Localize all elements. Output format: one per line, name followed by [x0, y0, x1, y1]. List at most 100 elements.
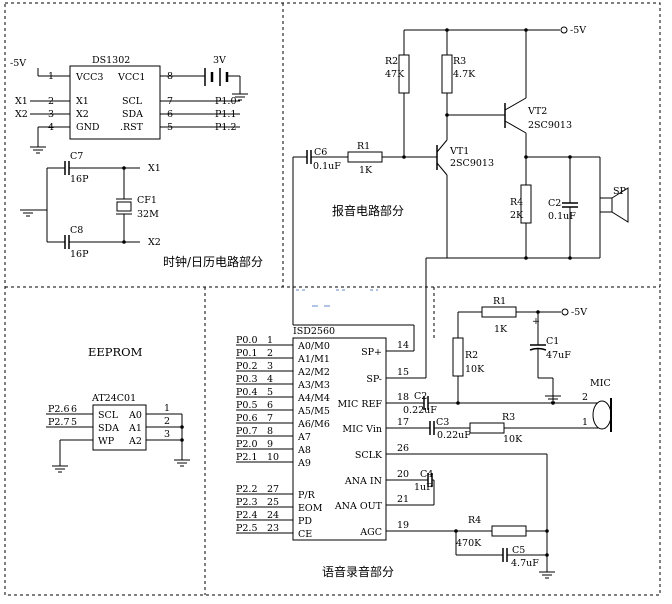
ds1302-pin-num: 3	[48, 109, 54, 120]
vt2-name: VT2	[527, 106, 547, 117]
mic-pin1: 1	[582, 417, 588, 428]
isd-pin-net: P0.2	[236, 361, 258, 372]
section-title-eeprom: EEPROM	[88, 345, 143, 359]
r2-name: R2	[385, 56, 398, 67]
voice-r3-value: 10K	[503, 434, 523, 445]
isd-pin-name: MIC REF	[338, 399, 383, 410]
isd-pin-net: P0.1	[236, 348, 258, 359]
ds1302-pin-name: SDA	[122, 109, 143, 120]
ds1302-block: DS1302 -5V X1 X2 1 2 3 4 VCC3 X1 X2 GND …	[10, 55, 248, 154]
isd-pin-name: A5/M5	[297, 406, 330, 417]
isd-pin-num: 27	[267, 484, 279, 495]
isd-pin-num: 7	[267, 413, 273, 424]
c6-name: C6	[314, 147, 327, 158]
c5-value: 4.7uF	[511, 558, 539, 569]
isd-pin-name: ANA IN	[344, 476, 382, 487]
mic-label: MIC	[590, 378, 611, 389]
isd-pin-name: A7	[297, 432, 311, 443]
isd-pin-num: 26	[397, 443, 409, 454]
isd-pin-net: P2.5	[236, 523, 258, 534]
isd-pin-name: A3/M3	[297, 380, 330, 391]
isd-pin-num: 15	[397, 367, 409, 378]
voice-r1-value: 1K	[494, 324, 508, 335]
vt1-type: 2SC9013	[450, 158, 494, 169]
isd-pin-name: A2/M2	[297, 367, 330, 378]
ds1302-net-p12: P1.2	[215, 122, 237, 133]
at24c01-chip	[92, 404, 147, 451]
r4-value: 2K	[510, 210, 524, 221]
c7-value: 16P	[70, 174, 89, 185]
c1-value: 47uF	[546, 350, 571, 361]
isd-pin-name: EOM	[298, 503, 323, 514]
ds1302-pin-num: 4	[48, 122, 54, 133]
at24-pin-num: 5	[71, 417, 77, 428]
crystal-circuit: C7 16P X1 C8 16P X2 CF1 32M	[20, 151, 161, 260]
c4-name: C4	[420, 469, 433, 480]
crystal-value: 32M	[137, 209, 159, 220]
c6-value: 0.1uF	[313, 161, 341, 172]
voice-r2-name: R2	[465, 350, 478, 361]
at24-pin-name: A2	[128, 436, 142, 447]
isd-pin-num: 20	[397, 469, 409, 480]
isd-pin-net: P2.2	[236, 484, 258, 495]
isd-pin-name: A9	[297, 458, 311, 469]
isd-pin-net: P0.3	[236, 374, 258, 385]
isd-pin-num: 8	[267, 426, 273, 437]
isd-pin-num: 23	[267, 523, 279, 534]
at24-pin-name: SDA	[98, 423, 119, 434]
c8-value: 16P	[70, 249, 89, 260]
crystal-net-x1: X1	[148, 163, 161, 174]
ds1302-net-p11: P1.1	[215, 109, 237, 120]
voice-circuit: -5V R1 1K R2 10K + C1 47uF C2 0.22uF	[292, 257, 612, 579]
alarm-r1-name: R1	[357, 141, 370, 152]
ds1302-net-p10: P1.0	[215, 96, 237, 107]
section-title-clock: 时钟/日历电路部分	[163, 254, 263, 269]
at24-pin-num: 6	[71, 404, 77, 415]
isd-pin-name: SP-	[366, 374, 382, 385]
crystal-name: CF1	[137, 195, 157, 206]
isd-pin-net: P0.5	[236, 400, 258, 411]
r3-name: R3	[453, 56, 466, 67]
alarm-c2-value: 0.1uF	[548, 211, 576, 222]
ds1302-pin-num: 6	[167, 109, 173, 120]
isd-pin-num: 3	[267, 361, 273, 372]
isd-pin-num: 21	[397, 494, 409, 505]
isd-pin-num: 25	[267, 497, 279, 508]
isd-pin-num: 5	[267, 387, 273, 398]
voice-r3-name: R3	[502, 412, 515, 423]
isd-pin-num: 14	[397, 340, 409, 351]
isd-pin-name: A1/M1	[297, 354, 330, 365]
alarm-supply-label: -5V	[570, 25, 586, 36]
vt1-name: VT1	[449, 146, 469, 157]
isd-pin-net: P2.4	[236, 510, 258, 521]
voice-c2-value: 0.22uF	[403, 405, 437, 416]
isd-pin-name: P/R	[298, 490, 316, 501]
alarm-c2-name: C2	[548, 198, 561, 209]
at24-pin-name: SCL	[98, 410, 119, 421]
isd-pin-net: P2.1	[236, 452, 258, 463]
at24-pin-num: 2	[164, 416, 170, 427]
voice-r2-value: 10K	[465, 364, 485, 375]
at24-net: P2.7	[48, 417, 70, 428]
isd-pin-name: A4/M4	[297, 393, 330, 404]
vt2-type: 2SC9013	[528, 120, 572, 131]
isd-pin-net: P0.7	[236, 426, 258, 437]
ds1302-net-x2: X2	[15, 109, 28, 120]
c4-value: 1uF	[414, 482, 433, 493]
at24c01-label: AT24C01	[91, 393, 136, 404]
ds1302-pin-num: 8	[167, 71, 173, 82]
voice-r4-value: 470K	[456, 538, 482, 549]
isd-pin-net: P0.6	[236, 413, 258, 424]
c1-name: C1	[546, 336, 559, 347]
isd-pin-num: 1	[267, 335, 273, 346]
ds1302-pin-name: VCC3	[75, 72, 103, 83]
isd-pin-name: PD	[298, 516, 312, 527]
isd-pin-name: CE	[298, 529, 312, 540]
isd2560-label: ISD2560	[293, 326, 335, 337]
isd-pin-name: A8	[297, 445, 311, 456]
c5-name: C5	[512, 545, 525, 556]
r3-value: 4.7K	[453, 69, 476, 80]
isd-pin-name: ANA OUT	[334, 501, 383, 512]
isd-pin-net: P2.3	[236, 497, 258, 508]
